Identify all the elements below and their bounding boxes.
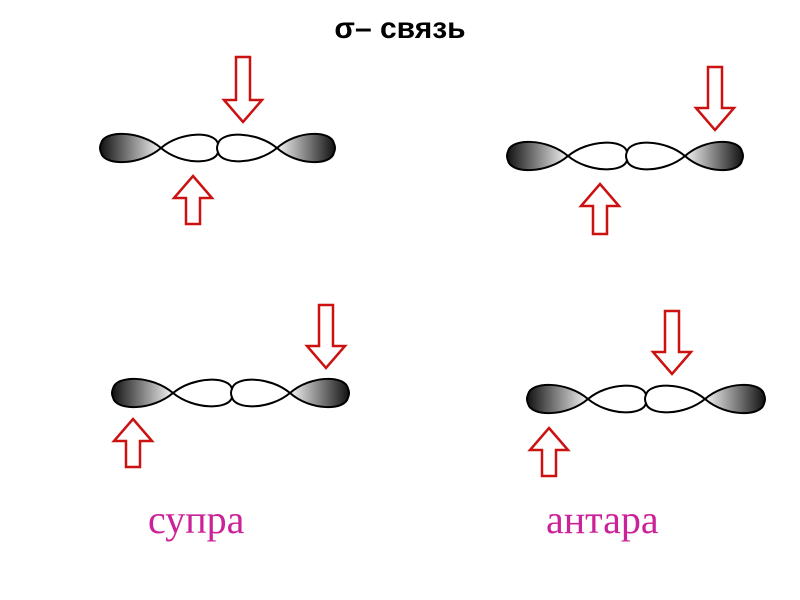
inner-lobe-right	[644, 384, 706, 414]
inner-lobe-left	[567, 141, 629, 171]
caption-antara: антара	[546, 497, 659, 542]
outer-lobe-left	[526, 383, 589, 415]
hollow-arrow-up-icon	[527, 426, 571, 478]
sigma-bond-molecule-2	[506, 140, 744, 172]
outer-lobe-right	[704, 383, 766, 415]
inner-lobe-right	[216, 133, 278, 163]
hollow-arrow-down-icon	[304, 303, 348, 370]
caption-supra: супра	[148, 497, 245, 542]
outer-lobe-left	[506, 140, 569, 172]
outer-lobe-left	[111, 377, 174, 409]
arrows-layer	[111, 55, 737, 478]
inner-lobe-right	[230, 378, 291, 408]
inner-lobe-left	[587, 384, 648, 414]
outer-lobe-right	[276, 132, 336, 164]
sigma-bond-molecule-1	[99, 132, 336, 164]
slide-title: σ– связь	[334, 12, 466, 45]
outer-lobe-right	[684, 140, 744, 172]
outer-lobe-left	[99, 132, 162, 164]
orbitals-layer	[99, 132, 766, 415]
hollow-arrow-down-icon	[650, 309, 694, 376]
inner-lobe-left	[172, 378, 234, 408]
hollow-arrow-down-icon	[221, 55, 265, 124]
outer-lobe-right	[289, 377, 350, 409]
hollow-arrow-down-icon	[693, 65, 737, 132]
hollow-arrow-up-icon	[111, 417, 155, 469]
sigma-bond-molecule-4	[526, 383, 766, 415]
inner-lobe-right	[625, 141, 686, 171]
inner-lobe-left	[160, 133, 220, 163]
hollow-arrow-up-icon	[578, 182, 622, 236]
sigma-bond-molecule-3	[111, 377, 350, 409]
hollow-arrow-up-icon	[171, 174, 215, 226]
